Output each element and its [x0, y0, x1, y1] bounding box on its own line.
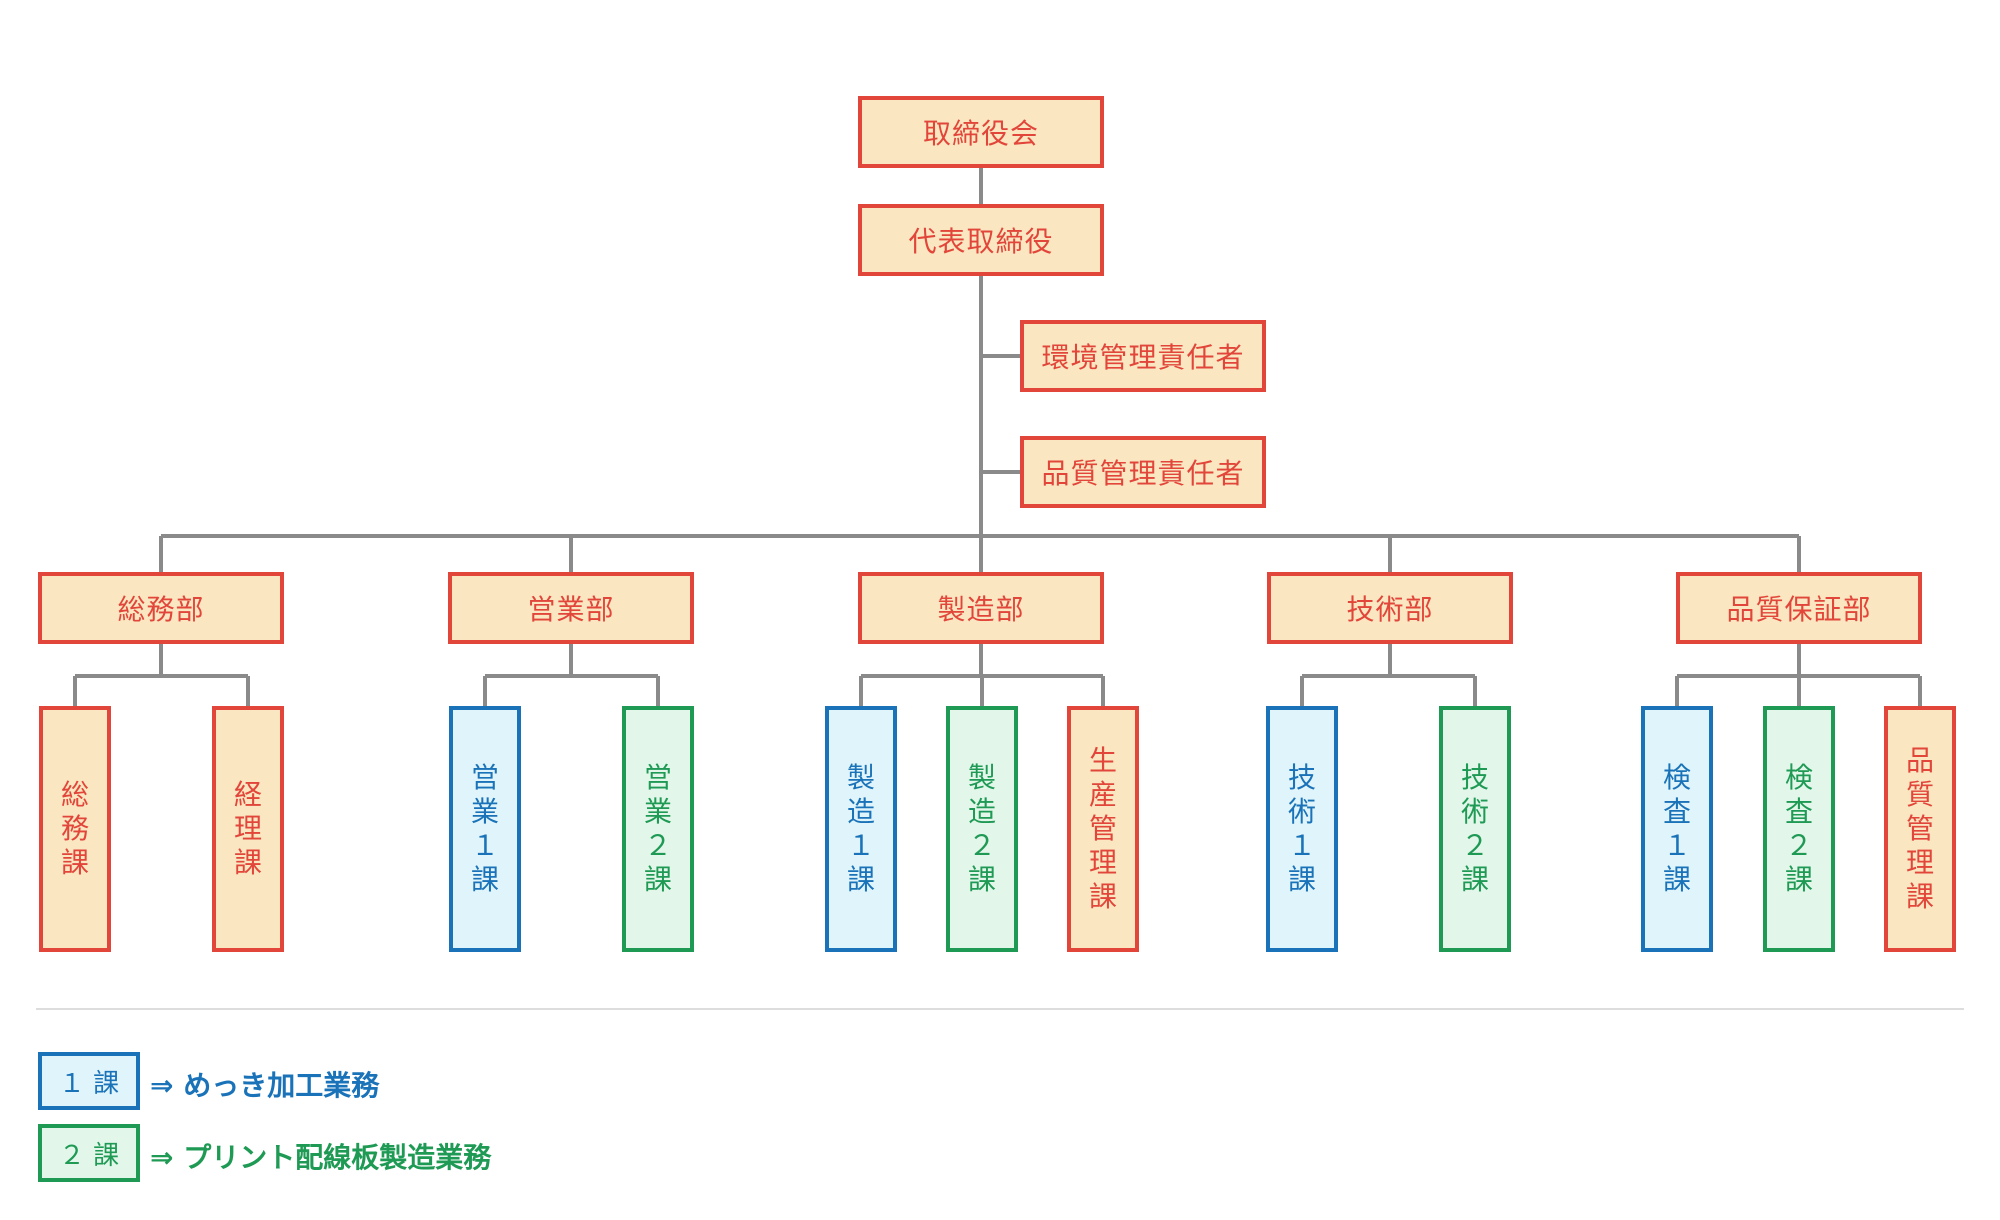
legend-key-1-label: １ 課 — [58, 1068, 120, 1099]
section-label: 経 理 課 — [233, 778, 262, 879]
section-box: 検 査 １ 課 — [1641, 706, 1713, 952]
section-box: 検 査 ２ 課 — [1763, 706, 1835, 952]
section-box: 製 造 ２ 課 — [946, 706, 1018, 952]
legend-divider — [36, 1008, 1964, 1010]
section-label: 総 務 課 — [60, 778, 89, 879]
department-box: 営業部 — [448, 572, 694, 644]
president-box: 代表取締役 — [858, 204, 1104, 276]
section-label: 製 造 ２ 課 — [967, 761, 996, 896]
legend-key-2-label: ２ 課 — [58, 1140, 120, 1171]
department-box: 技術部 — [1267, 572, 1513, 644]
section-box: 技 術 １ 課 — [1266, 706, 1338, 952]
legend-key-2: ２ 課 — [38, 1124, 140, 1182]
department-box: 製造部 — [858, 572, 1104, 644]
section-label: 技 術 １ 課 — [1287, 761, 1316, 896]
section-box: 営 業 １ 課 — [449, 706, 521, 952]
section-box: 営 業 ２ 課 — [622, 706, 694, 952]
section-box: 品 質 管 理 課 — [1884, 706, 1956, 952]
legend-text-1: ⇒ めっき加工業務 — [150, 1069, 380, 1102]
section-label: 検 査 １ 課 — [1662, 761, 1691, 896]
section-label: 営 業 １ 課 — [470, 761, 499, 896]
section-box: 技 術 ２ 課 — [1439, 706, 1511, 952]
department-box: 総務部 — [38, 572, 284, 644]
board-box: 取締役会 — [858, 96, 1104, 168]
section-label: 検 査 ２ 課 — [1784, 761, 1813, 896]
section-box: 製 造 １ 課 — [825, 706, 897, 952]
env-manager-box: 環境管理責任者 — [1020, 320, 1266, 392]
department-label: 技術部 — [1346, 593, 1434, 626]
department-label: 営業部 — [527, 593, 615, 626]
legend-text-2: ⇒ プリント配線板製造業務 — [150, 1141, 492, 1174]
department-label: 総務部 — [117, 593, 205, 626]
president-label: 代表取締役 — [908, 225, 1054, 258]
board-label: 取締役会 — [922, 117, 1039, 150]
department-label: 製造部 — [937, 593, 1025, 626]
section-label: 品 質 管 理 課 — [1905, 744, 1934, 913]
department-box: 品質保証部 — [1676, 572, 1922, 644]
section-label: 製 造 １ 課 — [846, 761, 875, 896]
department-label: 品質保証部 — [1726, 593, 1872, 626]
legend-key-1: １ 課 — [38, 1052, 140, 1110]
section-label: 技 術 ２ 課 — [1460, 761, 1489, 896]
section-label: 生 産 管 理 課 — [1088, 744, 1117, 913]
section-box: 経 理 課 — [212, 706, 284, 952]
section-box: 生 産 管 理 課 — [1067, 706, 1139, 952]
section-box: 総 務 課 — [39, 706, 111, 952]
env-manager-label: 環境管理責任者 — [1041, 341, 1245, 374]
section-label: 営 業 ２ 課 — [643, 761, 672, 896]
quality-manager-box: 品質管理責任者 — [1020, 436, 1266, 508]
quality-manager-label: 品質管理責任者 — [1041, 457, 1245, 490]
